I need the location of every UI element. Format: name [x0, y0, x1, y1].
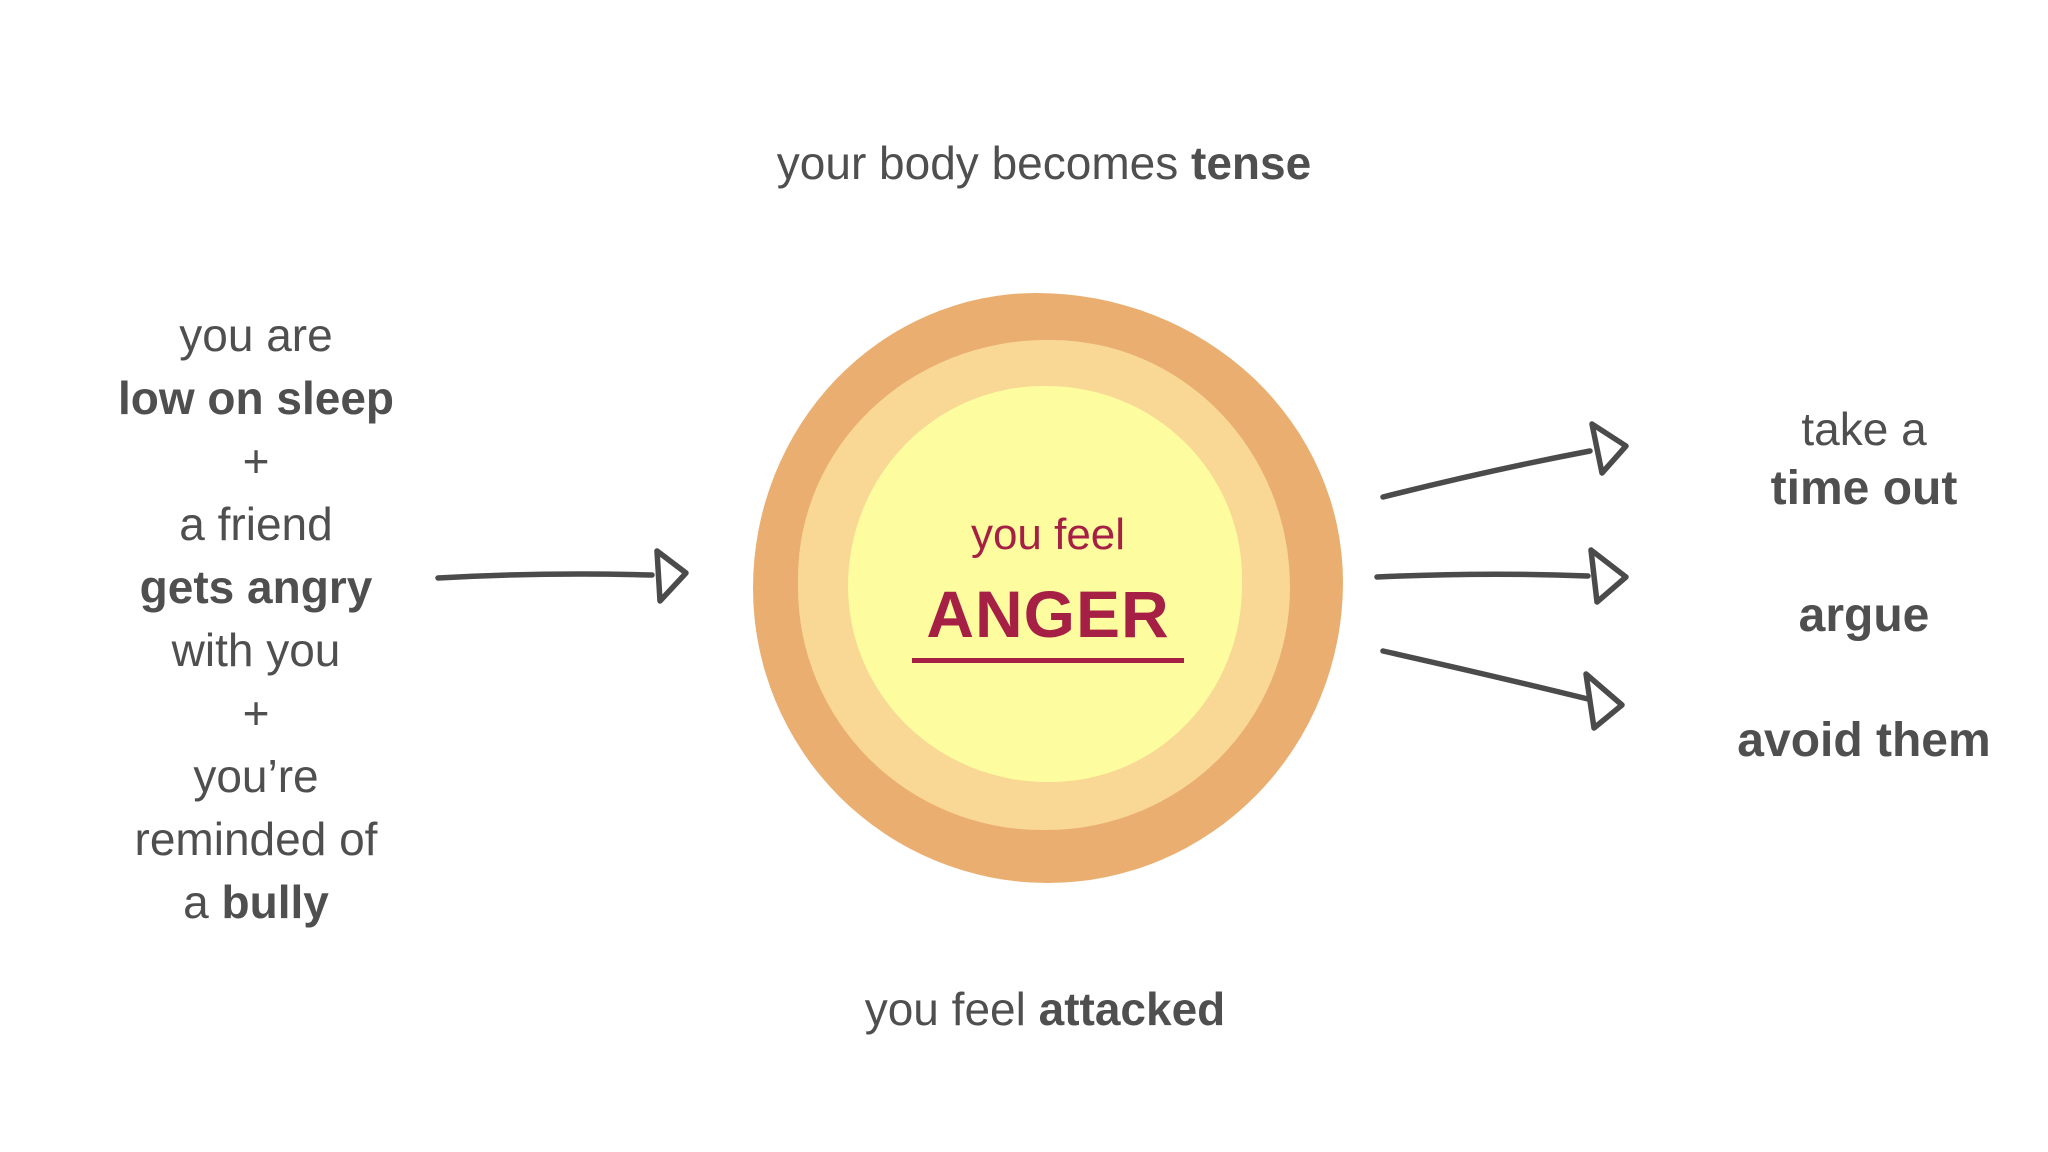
response-text-bold: avoid them — [1737, 714, 1991, 767]
body-sensation-label: your body becomes tense — [524, 133, 1564, 193]
response-text: take a — [1801, 403, 1927, 455]
trigger-line: you’re — [0, 745, 512, 808]
trigger-line: you are — [0, 304, 512, 367]
response-arrow-middle-icon — [1374, 547, 1629, 605]
anger-circle-inner — [848, 386, 1242, 782]
trigger-line: gets angry — [0, 556, 512, 619]
response-argue: argue — [1664, 586, 2048, 646]
triggers-block: you are low on sleep + a friend gets ang… — [0, 304, 512, 934]
body-sensation-text: your body becomes — [776, 137, 1192, 189]
trigger-text: gets angry — [139, 561, 373, 613]
trigger-text: with you — [171, 624, 341, 676]
trigger-line: low on sleep — [0, 367, 512, 430]
emotion-title: ANGER — [912, 578, 1184, 663]
plus-sign: + — [242, 435, 270, 487]
trigger-line: a friend — [0, 493, 512, 556]
response-text-bold: argue — [1798, 589, 1930, 642]
response-arrow-top-icon — [1380, 421, 1629, 500]
trigger-line: with you — [0, 619, 512, 682]
response-text-bold: time out — [1770, 462, 1958, 515]
feeling-label: you feel attacked — [525, 979, 1565, 1039]
response-avoid-them: avoid them — [1664, 711, 2048, 771]
response-time-out: take a time out — [1664, 399, 2048, 519]
trigger-text-bold: low on sleep — [117, 372, 395, 424]
trigger-line: a bully — [0, 871, 512, 934]
feeling-text: you feel — [864, 983, 1039, 1035]
anger-circle-outer-ring — [753, 293, 1343, 883]
feeling-subtitle: you feel — [970, 510, 1126, 559]
trigger-text: you’re — [193, 750, 319, 802]
response-arrow-bottom-icon — [1380, 648, 1625, 731]
trigger-text: you are — [179, 309, 333, 361]
trigger-text-bold: bully — [221, 876, 329, 928]
body-sensation-text-bold: tense — [1191, 137, 1312, 189]
trigger-text: a — [183, 876, 222, 928]
anger-circle-middle-ring — [798, 340, 1290, 830]
feeling-text-bold: attacked — [1038, 983, 1226, 1035]
trigger-plus: + — [0, 682, 512, 745]
anger-circle-label: you feel ANGER — [753, 506, 1343, 663]
trigger-text: reminded of — [134, 813, 378, 865]
plus-sign: + — [242, 687, 270, 739]
trigger-text: a friend — [179, 498, 333, 550]
trigger-plus: + — [0, 430, 512, 493]
trigger-line: reminded of — [0, 808, 512, 871]
